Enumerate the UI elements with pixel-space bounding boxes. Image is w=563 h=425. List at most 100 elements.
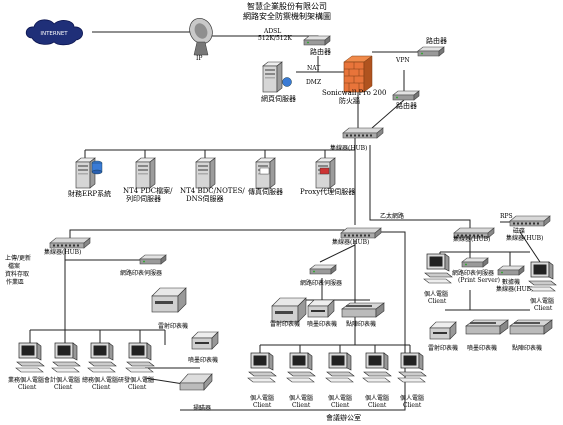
server-label-proxy: Proxy代理伺服器	[300, 187, 355, 196]
satellite-dish-icon: IP	[189, 17, 213, 62]
left-client-name-4: 研發個人電腦	[118, 376, 154, 384]
right-switch2-line2: 集線器(HUB)	[506, 234, 543, 242]
web-server-label: 網頁伺服器	[261, 94, 296, 103]
dot-matrix-printer-icon	[509, 319, 553, 335]
right-switch-label: 集線器(HUB)	[453, 235, 490, 243]
router-icon	[303, 35, 331, 46]
mid-client-name-1: 個人電腦	[250, 394, 274, 402]
mid-client-sub-5: Client	[403, 402, 422, 409]
server-label-pdc-sub: 列印伺服器	[126, 194, 161, 203]
router-icon	[392, 90, 420, 101]
modem-icon	[497, 265, 525, 276]
rp-label: RPS	[500, 213, 513, 220]
diagram-title: 智慧企業股份有限公司	[247, 1, 327, 11]
left-scanner-label: 掃瞄器	[193, 404, 211, 412]
right-ps-line2: (Print Server)	[458, 277, 500, 284]
print-server-icon	[139, 254, 167, 265]
inkjet-printer-icon	[191, 331, 219, 350]
right-modem-line2: 集線器(HUB)	[496, 285, 533, 293]
firewall-label: 防火牆	[339, 96, 360, 105]
mid-device-1: 雷射印表機	[270, 320, 300, 328]
link-label: 乙太網路	[380, 212, 404, 220]
left-client-sub-2: Client	[54, 384, 73, 391]
mid-client-sub-3: Client	[331, 402, 350, 409]
switch-icon	[509, 215, 551, 227]
firewall-model-label: Sonicwall Pro 200	[322, 89, 386, 97]
server-label-bdc: NT4 BDC/NOTES/	[180, 187, 245, 195]
wan-line2: 512K/512K	[258, 35, 292, 42]
right-pc2-name: 個人電腦	[530, 297, 554, 305]
left-note-1: 上傳/更新	[5, 254, 31, 262]
nat-label: NAT	[307, 65, 320, 72]
right-pc1-sub: Client	[428, 298, 447, 305]
left-note-2: 檔案	[8, 262, 20, 270]
left-client-name-3: 總務個人電腦	[82, 376, 118, 384]
server-icon	[195, 157, 216, 189]
server-label-bdc-sub: DNS伺服器	[186, 194, 224, 203]
left-note-3: 資料存取	[5, 270, 29, 278]
mid-area-label: 會議辦公室	[326, 413, 361, 422]
right-device-3: 點陣印表機	[512, 344, 542, 352]
router-icon	[417, 46, 445, 57]
left-client-sub-4: Client	[128, 384, 147, 391]
mid-client-name-4: 個人電腦	[365, 394, 389, 402]
remote-router2-label: 路由器	[396, 101, 417, 110]
scanner-icon	[179, 373, 213, 391]
left-printer-label: 雷射印表機	[158, 322, 188, 330]
left-client-sub-3: Client	[92, 384, 111, 391]
print-server-icon	[309, 264, 337, 275]
left-inkjet-label: 噴墨印表機	[188, 356, 218, 364]
switch-icon	[340, 227, 382, 239]
mid-client-sub-1: Client	[253, 402, 272, 409]
left-client-name-2: 會計個人電腦	[44, 376, 80, 384]
right-pc2-sub: Client	[534, 305, 553, 312]
top-router-label: 路由器	[310, 47, 331, 56]
inkjet-printer-icon	[429, 321, 457, 340]
mid-device-2: 噴墨印表機	[307, 320, 337, 328]
left-client-sub-1: Client	[18, 384, 37, 391]
mid-switch-label: 集線器(HUB)	[332, 238, 369, 246]
client-pc-icon	[247, 352, 277, 383]
right-device-2: 噴墨印表機	[467, 344, 497, 352]
fax-icon	[259, 167, 270, 175]
server-label-pdc: NT4 PDC檔案/	[123, 186, 173, 195]
right-ps-line1: 網路印表伺服器	[452, 269, 494, 277]
web-server-icon	[262, 61, 283, 93]
switch-icon	[49, 237, 91, 249]
right-device-1: 雷射印表機	[428, 344, 458, 352]
globe-icon	[282, 77, 292, 87]
client-pc-icon	[397, 352, 427, 383]
mid-client-sub-4: Client	[368, 402, 387, 409]
mid-client-name-5: 個人電腦	[400, 394, 424, 402]
mid-client-sub-2: Client	[292, 402, 311, 409]
network-links	[29, 31, 541, 411]
client-pc-icon	[87, 342, 117, 373]
firewall-icon	[343, 55, 373, 93]
mid-device-3: 點陣印表機	[346, 320, 376, 328]
internet-cloud: INTERNET	[25, 19, 83, 46]
core-switch-label: 集線器(HUB)	[330, 144, 367, 152]
switch-icon	[342, 127, 384, 139]
left-client-name-1: 業務個人電腦	[8, 376, 44, 384]
dish-label: IP	[196, 55, 202, 62]
client-pc-icon	[362, 352, 392, 383]
client-pc-icon	[286, 352, 316, 383]
laser-printer-icon	[151, 287, 187, 313]
print-server-icon	[461, 257, 489, 268]
laser-printer-icon	[271, 297, 307, 323]
dmz-label: DMZ	[306, 79, 321, 86]
proxy-icon	[319, 167, 330, 175]
diagram-subtitle: 網路安全防禦機制架構圖	[243, 11, 331, 21]
left-print-server-label: 網路印表伺服器	[120, 269, 162, 277]
right-switch2-line1: 磁碟	[513, 227, 525, 235]
internet-label: INTERNET	[40, 31, 68, 37]
server-label-fax: 傳真伺服器	[248, 187, 283, 196]
database-icon	[91, 160, 103, 175]
vpn-label: VPN	[395, 57, 410, 64]
mid-client-name-3: 個人電腦	[328, 394, 352, 402]
right-pc1-name: 個人電腦	[424, 290, 448, 298]
client-pc-icon	[325, 352, 355, 383]
wan-line1: ADSL	[263, 28, 281, 35]
left-note-4: 作業區	[6, 278, 24, 286]
